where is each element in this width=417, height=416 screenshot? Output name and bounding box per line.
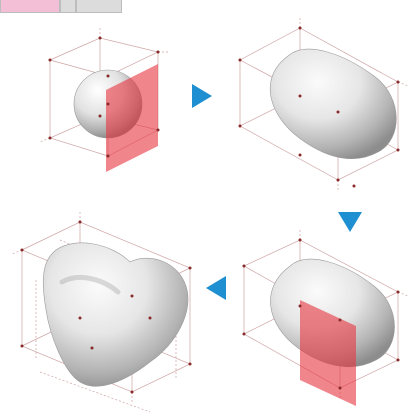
heart-cleft xyxy=(59,274,121,295)
triangle-left-icon xyxy=(206,276,226,300)
guide-points-4 xyxy=(20,220,192,394)
guide-points-2 xyxy=(238,26,400,188)
guide-points-1 xyxy=(48,36,160,158)
toolbar-segment-gray-1 xyxy=(60,0,76,13)
guide-points-3 xyxy=(242,238,400,390)
step-sphere xyxy=(39,28,168,172)
toolbar-segment-gray-2 xyxy=(76,0,122,13)
step-capsule xyxy=(238,18,409,190)
toolbar-strip xyxy=(0,0,122,14)
toolbar-segment-pink xyxy=(0,0,60,13)
step-capsule-cut xyxy=(242,230,409,406)
cut-plane-3 xyxy=(300,300,356,406)
cut-plane-1 xyxy=(106,64,158,172)
heart-shape xyxy=(42,242,189,387)
triangle-down-icon xyxy=(338,212,362,232)
step-heart xyxy=(11,212,192,413)
capsule-shape xyxy=(270,48,397,160)
triangle-right-icon xyxy=(192,84,212,108)
